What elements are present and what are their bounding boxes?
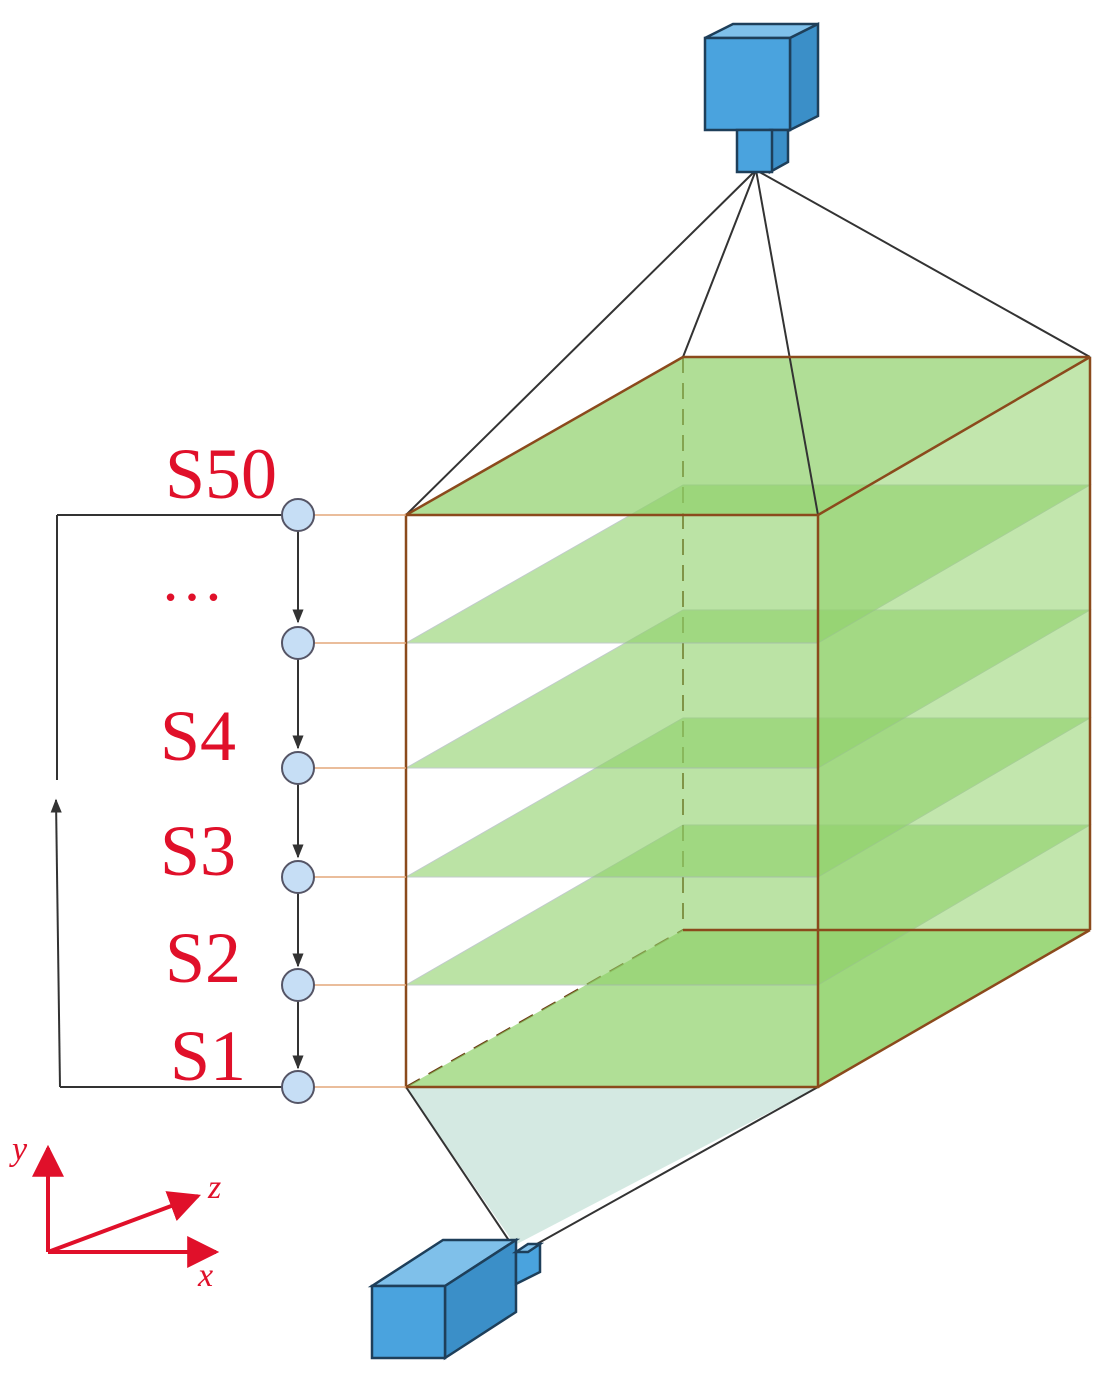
box-edges — [404, 355, 1092, 1089]
axis-label-z: z — [207, 1169, 221, 1206]
bottom-fan-edge-right — [534, 1086, 819, 1246]
label-s4: S4 — [160, 696, 236, 776]
axis-label-y: y — [9, 1131, 28, 1168]
z-axis — [47, 1191, 201, 1254]
label-s1: S1 — [170, 1016, 246, 1096]
node-connectors — [314, 514, 406, 1088]
scan-nodes — [281, 498, 315, 1104]
coordinate-axes — [32, 1144, 220, 1268]
box-right-face — [818, 357, 1090, 1087]
top-camera-view-lines — [405, 169, 1091, 516]
scan-loop — [50, 514, 283, 1088]
node-s1 — [281, 1070, 315, 1104]
node-s3 — [281, 860, 315, 894]
camera-icon — [367, 1237, 545, 1361]
node-s2 — [281, 968, 315, 1002]
camera-icon — [703, 21, 820, 175]
axis-label-x: x — [197, 1257, 213, 1294]
label-s2: S2 — [165, 918, 241, 998]
label-s50: S50 — [165, 434, 277, 514]
bottom-fan-edge-left — [405, 1086, 513, 1246]
label-ellipsis: … — [160, 543, 224, 614]
bottom-light-fan — [406, 1087, 818, 1245]
label-s3: S3 — [160, 811, 236, 891]
node-s5 — [281, 626, 315, 660]
node-s50 — [281, 498, 315, 532]
node-s4 — [281, 751, 315, 785]
